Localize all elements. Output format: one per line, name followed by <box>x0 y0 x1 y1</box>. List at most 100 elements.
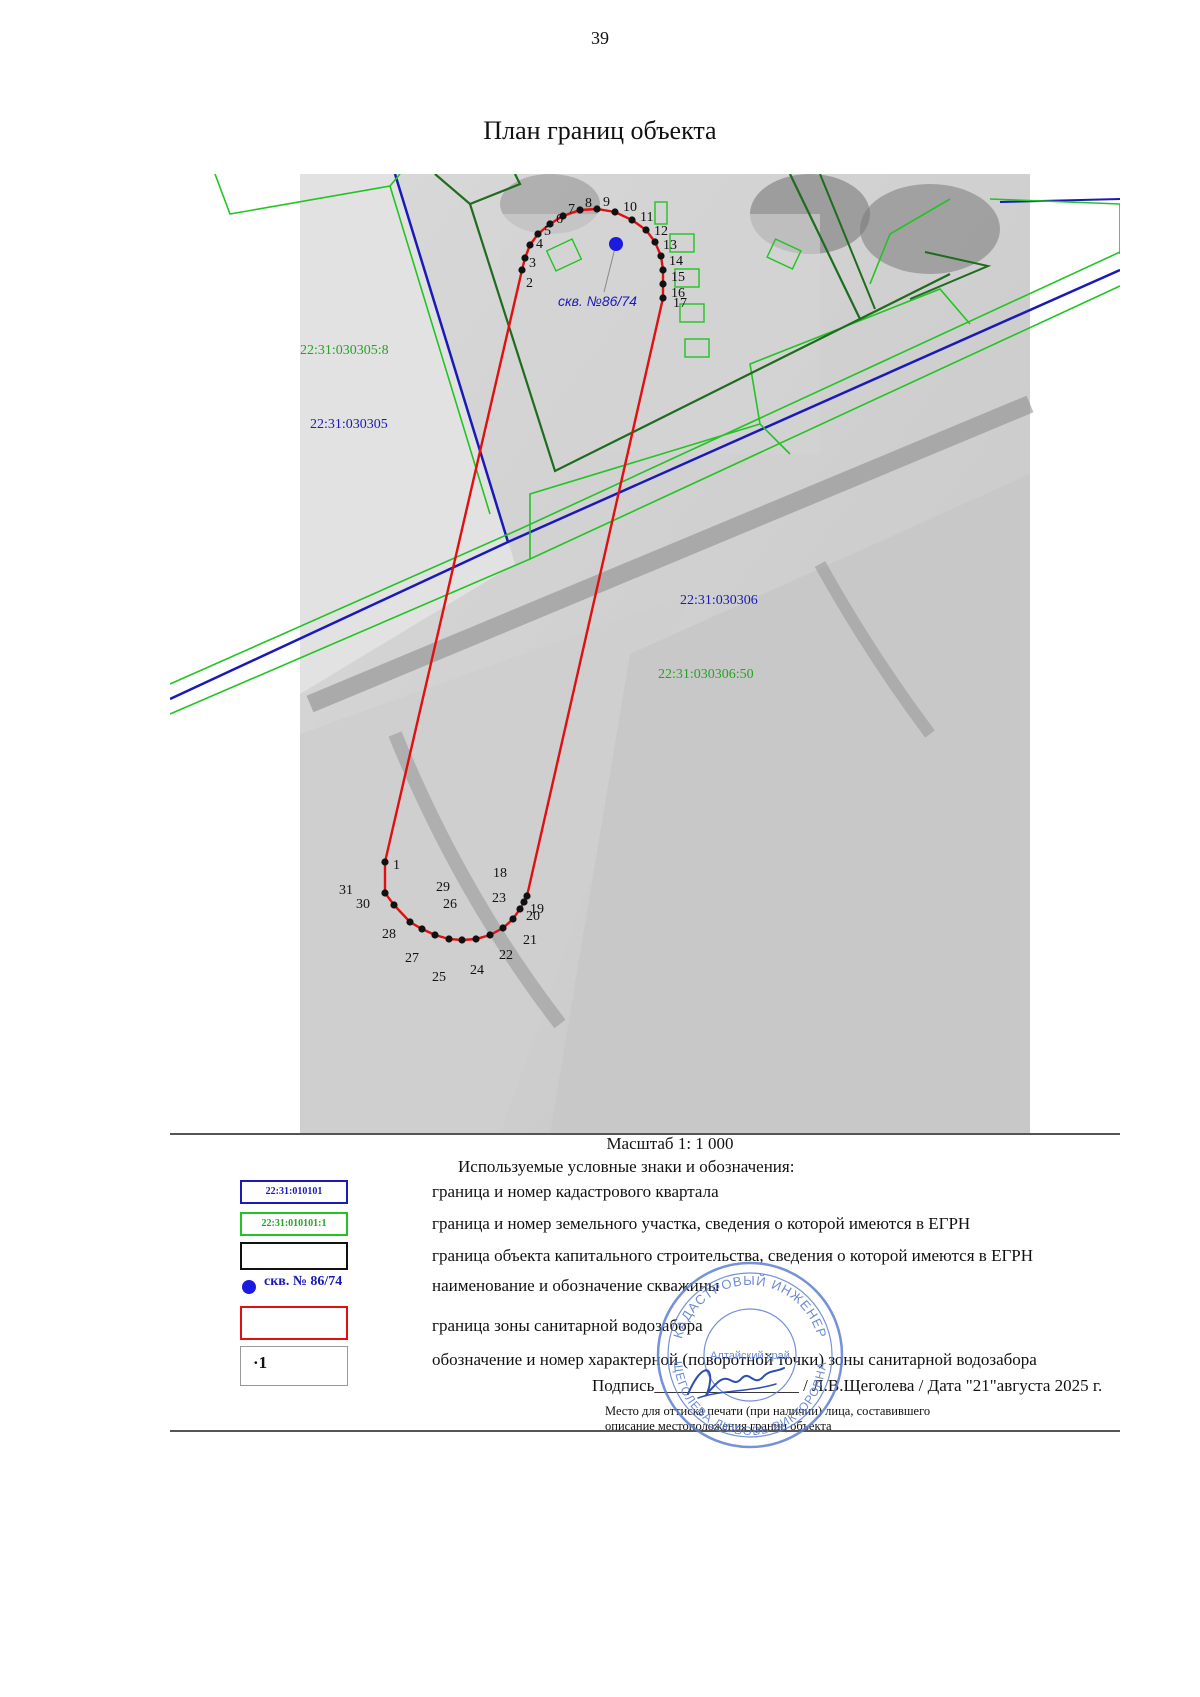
turning-point-18 <box>523 892 531 900</box>
parcel-boundary <box>869 198 951 285</box>
legend-sample-well: скв. № 86/74 <box>264 1274 343 1289</box>
quarter-label-030305: 22:31:030305 <box>310 417 388 432</box>
tree-belt-right <box>814 561 935 738</box>
legend-sample-parcel: 22:31:010101:1 <box>240 1212 348 1236</box>
legend-sample-capital-object <box>240 1242 348 1270</box>
handwritten-signature <box>687 1367 785 1399</box>
engineer-seal: КАДАСТРОВЫЙ ИНЖЕНЕР ЩЕГОЛЕВА ЛЮБОВЬ ВИКТ… <box>656 1261 844 1449</box>
capital-object-boundary <box>434 174 522 206</box>
point-number-20: 20 <box>526 909 540 924</box>
building-outline <box>766 238 802 270</box>
legend-well-icon <box>242 1280 256 1294</box>
turning-point-17 <box>659 294 667 302</box>
legend-text-capital-object: граница объекта капитального строительст… <box>432 1246 1034 1265</box>
parcel-boundary <box>529 423 791 559</box>
turning-point-19 <box>520 898 528 906</box>
point-number-26: 26 <box>443 897 457 912</box>
parcel-boundary <box>170 251 1120 685</box>
point-number-13: 13 <box>663 238 677 253</box>
legend-text-well: наименование и обозначение скважины <box>432 1276 720 1295</box>
point-number-9: 9 <box>603 195 610 210</box>
point-number-4: 4 <box>536 237 543 252</box>
legend-sample-parcel-label: 22:31:010101:1 <box>261 1218 327 1229</box>
tree-belt-lower <box>388 731 566 1029</box>
point-number-16: 16 <box>671 286 685 301</box>
turning-point-29 <box>406 918 414 926</box>
point-number-15: 15 <box>671 270 685 285</box>
turning-point-10 <box>611 208 619 216</box>
point-number-31: 31 <box>339 883 353 898</box>
turning-point-28 <box>418 925 426 933</box>
point-number-12: 12 <box>654 224 668 239</box>
point-number-29: 29 <box>436 880 450 895</box>
point-number-17: 17 <box>673 296 687 311</box>
turning-point-22 <box>499 924 507 932</box>
legend-sample-sanitary-zone <box>240 1306 348 1340</box>
turning-point-5 <box>534 230 542 238</box>
point-number-14: 14 <box>669 254 683 269</box>
legend-title: Используемые условные знаки и обозначени… <box>458 1157 795 1176</box>
turning-point-3 <box>521 254 529 262</box>
quarter-boundary-road <box>170 268 1120 701</box>
parcel-label-030306-50: 22:31:030306:50 <box>658 667 754 682</box>
parcel-boundary <box>214 174 401 215</box>
point-number-22: 22 <box>499 948 513 963</box>
point-number-7: 7 <box>568 202 575 217</box>
point-number-19: 19 <box>530 902 544 917</box>
top-rule <box>170 1133 1120 1135</box>
point-number-11: 11 <box>640 210 653 225</box>
forest-patch <box>860 184 1000 274</box>
lower-field-right <box>550 474 1030 1134</box>
svg-text:Алтайский край: Алтайский край <box>710 1350 790 1362</box>
parcel-boundary <box>389 185 491 515</box>
turning-point-30 <box>390 901 398 909</box>
legend-sample-quarter: 22:31:010101 <box>240 1180 348 1204</box>
turning-point-8 <box>576 206 584 214</box>
point-number-30: 30 <box>356 897 370 912</box>
lower-field-left <box>300 594 690 1134</box>
turning-point-24 <box>472 935 480 943</box>
building-outline <box>674 268 700 288</box>
turning-point-25 <box>458 936 466 944</box>
legend-text-point: обозначение и номер характерной (поворот… <box>432 1350 1037 1369</box>
tree-belt <box>306 395 1034 713</box>
point-number-25: 25 <box>432 970 446 985</box>
turning-point-4 <box>526 241 534 249</box>
turning-point-6 <box>546 220 554 228</box>
turning-point-7 <box>559 212 567 220</box>
turning-point-23 <box>486 931 494 939</box>
turning-point-14 <box>657 252 665 260</box>
capital-object-boundary <box>909 251 992 300</box>
bottom-rule <box>170 1430 1120 1432</box>
turning-point-13 <box>651 238 659 246</box>
quarter-boundary-top <box>999 198 1120 203</box>
turning-point-26 <box>445 935 453 943</box>
turning-point-12 <box>642 226 650 234</box>
well-leader-line <box>603 247 616 293</box>
turning-point-15 <box>659 266 667 274</box>
turning-point-31 <box>381 889 389 897</box>
page-number: 39 <box>591 28 609 48</box>
point-number-8: 8 <box>585 196 592 211</box>
turning-point-9 <box>593 205 601 213</box>
point-number-18: 18 <box>493 866 507 881</box>
legend-text-quarter: граница и номер кадастрового квартала <box>432 1182 719 1201</box>
capital-object-boundary <box>468 174 951 473</box>
legend-sample-point: ·1 <box>240 1346 348 1386</box>
turning-point-11 <box>628 216 636 224</box>
scale-text: Масштаб 1: 1 000 <box>606 1134 734 1153</box>
turning-point-16 <box>659 280 667 288</box>
building-outline <box>684 338 710 358</box>
turning-point-21 <box>509 915 517 923</box>
legend-text-sanitary-zone: граница зоны санитарной водозабора <box>432 1316 703 1335</box>
point-number-28: 28 <box>382 927 396 942</box>
point-number-6: 6 <box>556 212 563 227</box>
capital-object-boundary <box>819 174 876 310</box>
building-outline <box>669 233 695 253</box>
point-number-23: 23 <box>492 891 506 906</box>
point-number-3: 3 <box>529 256 536 271</box>
point-number-2: 2 <box>526 276 533 291</box>
legend-text-parcel: граница и номер земельного участка, свед… <box>432 1214 971 1233</box>
quarter-boundary <box>393 174 510 543</box>
